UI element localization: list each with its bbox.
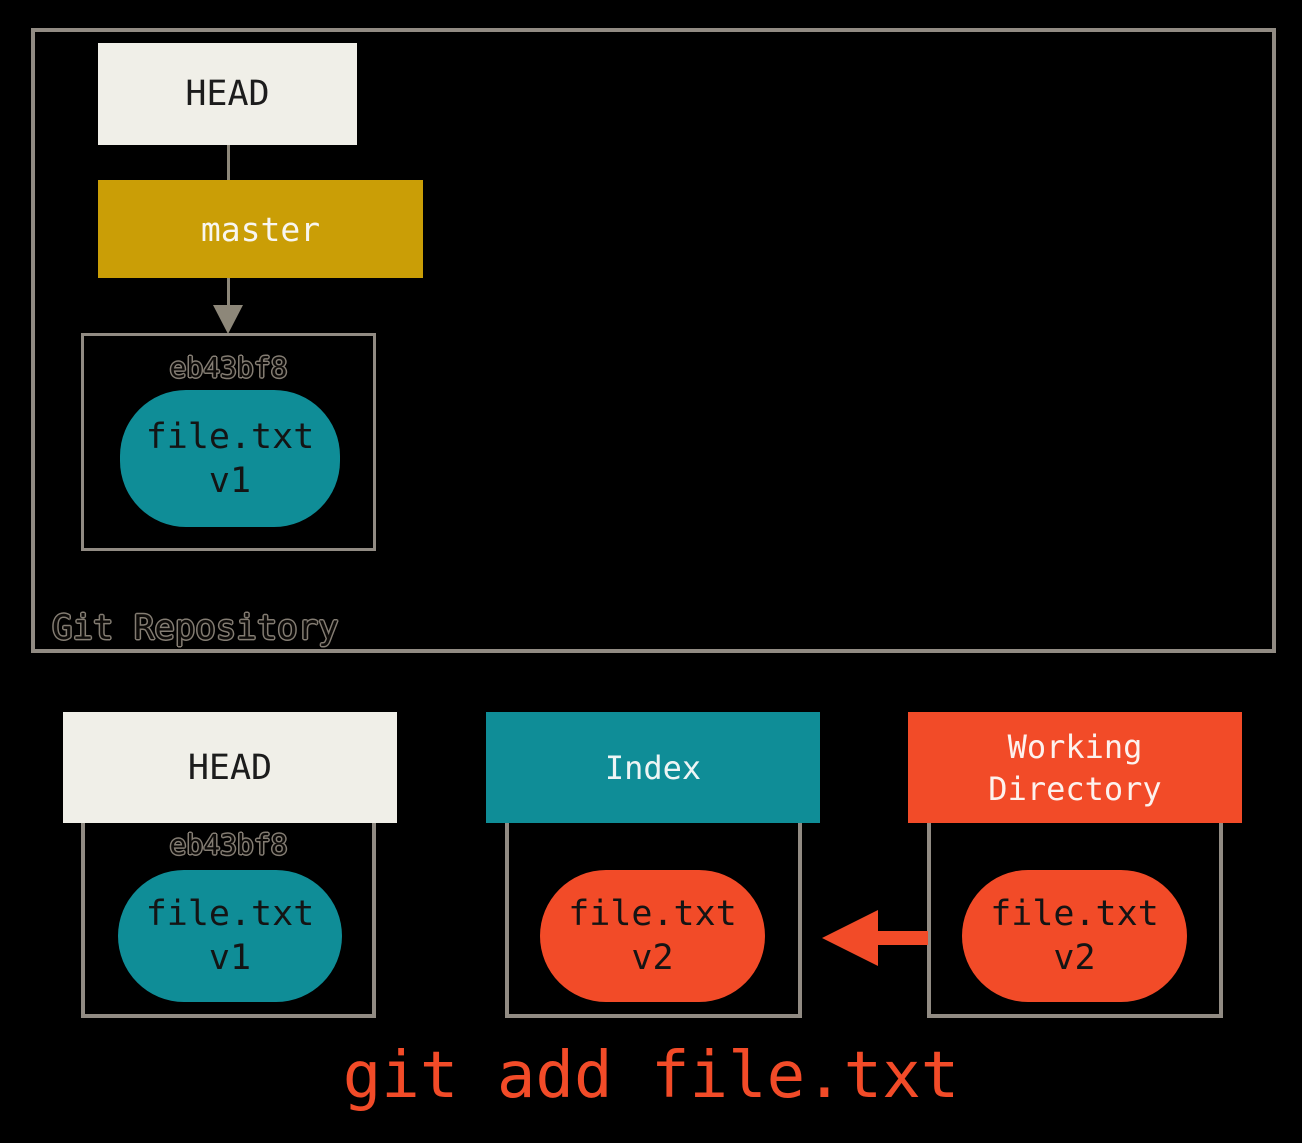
git-add-command-text: git add file.txt	[342, 1039, 960, 1113]
working-directory-column-title: Working Directory	[988, 727, 1162, 808]
file-blob-v1: file.txt v1	[120, 390, 340, 527]
index-column-header: Index	[486, 712, 820, 823]
blob-file-name: file.txt	[145, 416, 315, 457]
git-add-arrow-shaft	[878, 931, 928, 945]
repo-head-box: HEAD	[98, 43, 357, 145]
blob-file-name: file.txt	[568, 894, 737, 934]
head-column-file-blob: file.txt v1	[118, 870, 342, 1002]
blob-file-version: v1	[208, 460, 252, 501]
master-branch-label: master	[200, 209, 321, 249]
blob-file-version: v1	[208, 938, 252, 978]
working-directory-column-header: Working Directory	[908, 712, 1242, 823]
head-column-header: HEAD	[63, 712, 397, 823]
head-column-commit-id: eb43bf8	[169, 828, 288, 861]
blob-file-name: file.txt	[990, 894, 1159, 934]
git-repository-box	[31, 28, 1276, 653]
working-directory-column-box	[927, 818, 1223, 1018]
commit-box	[81, 333, 376, 551]
blob-file-version: v2	[631, 938, 674, 978]
master-to-commit-arrow-stem	[227, 278, 230, 306]
working-directory-file-blob: file.txt v2	[962, 870, 1187, 1002]
blob-file-version: v2	[1053, 938, 1096, 978]
repo-head-label: HEAD	[185, 74, 270, 114]
commit-id-label: eb43bf8	[169, 351, 288, 384]
git-add-arrowhead-icon	[822, 910, 878, 966]
blob-file-name: file.txt	[145, 894, 315, 934]
git-repository-label: Git Repository	[52, 608, 339, 648]
master-to-commit-arrowhead-icon	[213, 305, 243, 334]
index-column-box	[505, 818, 802, 1018]
index-column-file-blob: file.txt v2	[540, 870, 765, 1002]
index-column-title: Index	[604, 748, 702, 787]
head-column-title: HEAD	[187, 747, 273, 788]
head-to-master-connector	[227, 145, 230, 180]
master-branch-box: master	[98, 180, 423, 278]
